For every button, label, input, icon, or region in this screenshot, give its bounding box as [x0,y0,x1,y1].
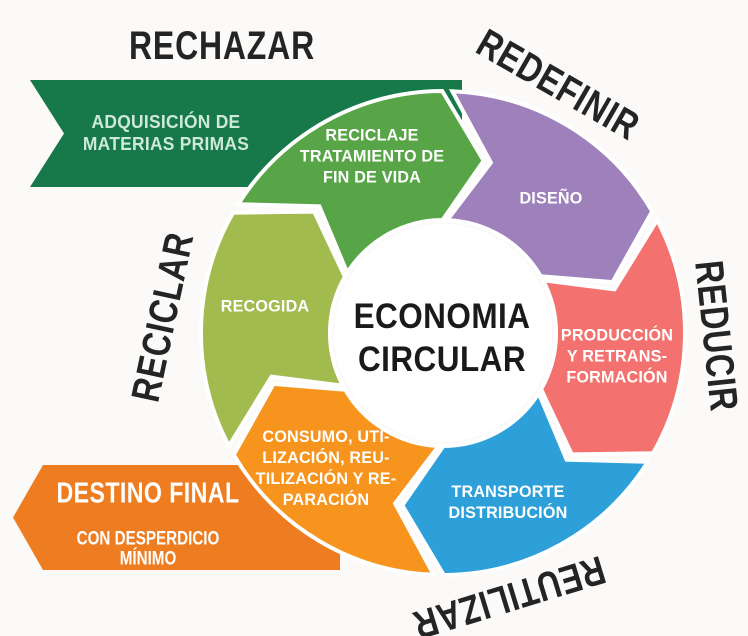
segment-label-diseno: DISEÑO [519,188,583,208]
banner-label-destino: DESTINO FINAL CON DESPERDICIO MÍNIMO [44,461,252,588]
segment-diseno [443,89,655,285]
center-title: ECONOMIA CIRCULAR [353,297,531,379]
segment-label-produccion: PRODUCCIÓN Y RETRANS- FORMACIÓN [560,325,674,387]
segment-produccion [538,216,688,457]
banner-destino-title: DESTINO FINAL [56,477,240,510]
segment-label-transporte: TRANSPORTE DISTRIBUCIÓN [448,482,568,522]
segment-recogida [198,209,348,450]
segment-reciclaje [234,88,487,278]
segment-label-recogida: RECOGIDA [220,296,310,316]
segment-transporte [399,388,652,578]
banner-label-adquisicion: ADQUISICIÓN DE MATERIAS PRIMAS [82,111,250,154]
cycle-label-rechazar: RECHAZAR [129,24,315,68]
segment-label-reciclaje: RECICLAJE TRATAMIENTO DE FIN DE VIDA [299,125,445,187]
segment-consumo [231,381,443,577]
segment-label-consumo: CONSUMO, UTI- LIZACIÓN, REU- TILIZACIÓN … [255,427,397,509]
center-circle [334,224,552,442]
banner-destino-subtitle: CON DESPERDICIO MÍNIMO [76,528,220,570]
